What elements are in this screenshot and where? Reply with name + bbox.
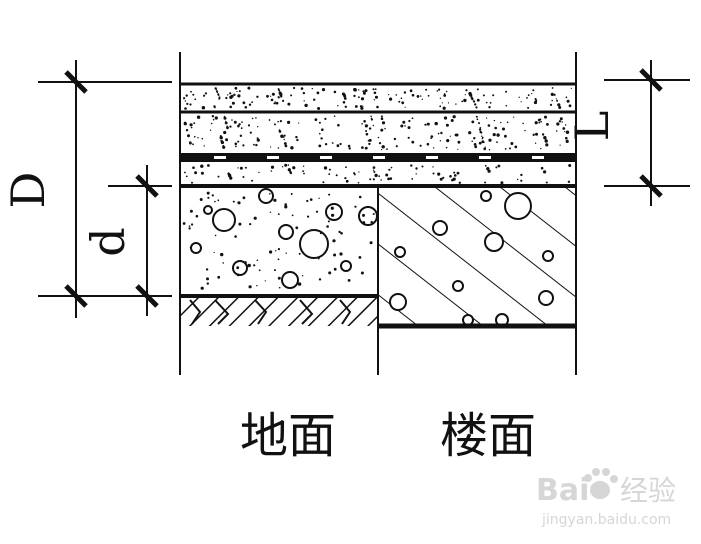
base-layer-speckles xyxy=(184,163,572,185)
ground-concrete-layer xyxy=(180,188,378,298)
caption-ground-floor: 地面 xyxy=(240,408,336,464)
screed-layer-speckles xyxy=(183,115,570,151)
watermark-brand-cn: 经验 xyxy=(620,474,676,507)
dimension-label-d: d xyxy=(81,227,135,256)
soil-layer xyxy=(180,298,377,326)
left-dimension-group xyxy=(38,60,172,318)
finish-layer-speckles xyxy=(183,86,573,110)
paw-icon xyxy=(584,468,618,499)
caption-upper-floor: 楼面 xyxy=(440,408,536,464)
structural-slab xyxy=(378,188,576,329)
dimension-label-L: L xyxy=(565,111,619,142)
dimension-label-D: D xyxy=(1,172,55,209)
watermark-brand: Bai xyxy=(536,473,589,508)
surface-layers xyxy=(180,82,576,188)
watermark: Bai 经验 jingyan.baidu.com xyxy=(536,468,676,528)
watermark-url: jingyan.baidu.com xyxy=(541,512,671,528)
right-dimension-group xyxy=(604,60,690,206)
